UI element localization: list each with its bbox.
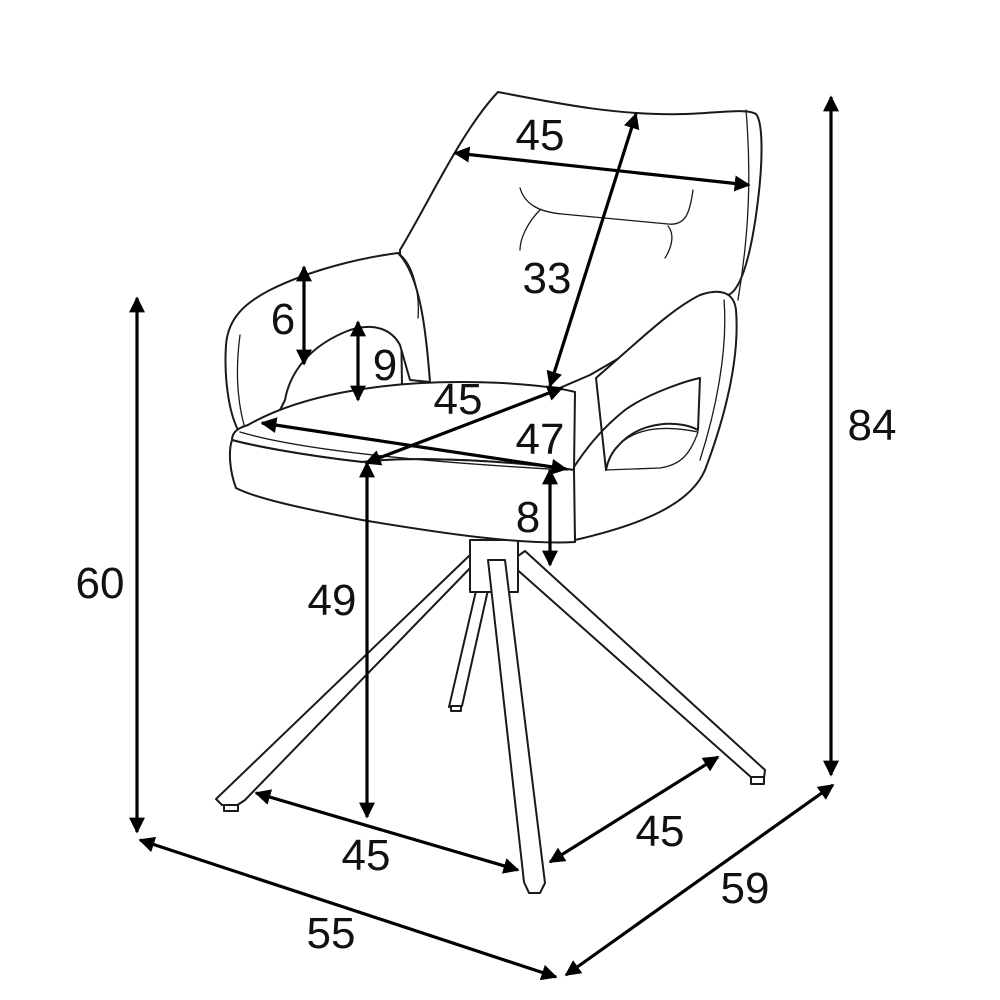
leg-back-right	[512, 550, 766, 779]
backrest-stitching	[519, 209, 541, 251]
right-armrest	[571, 290, 738, 541]
label-back-width: 45	[516, 111, 565, 160]
left-armrest-edge	[236, 334, 245, 426]
label-seat-height: 49	[308, 576, 357, 625]
left-armrest-seam	[397, 252, 419, 319]
label-overall-depth: 59	[721, 864, 770, 913]
label-overall-width: 55	[307, 909, 356, 958]
dim-arrow-overall-depth	[564, 783, 835, 977]
backrest-stitching	[664, 225, 673, 259]
dim-arrow-seat-depth	[364, 385, 564, 466]
dimension-labels: 45 33 6 9 45 47 8 49 45 45 60 84 55 59	[76, 111, 897, 958]
right-armrest-edge	[699, 299, 726, 461]
label-armrest-gap: 9	[373, 341, 397, 390]
foot-glide	[450, 705, 462, 712]
chair-base	[215, 539, 766, 894]
leg-front	[487, 559, 546, 894]
dim-arrow-overall-width	[138, 836, 558, 981]
chair-drawing	[215, 91, 766, 894]
foot-glide	[223, 804, 239, 812]
dim-arrow-base-side	[548, 755, 720, 864]
label-back-height: 33	[523, 254, 572, 303]
label-overall-height-front: 60	[76, 559, 125, 608]
dim-arrow-back-height	[546, 112, 640, 388]
dimension-arrows	[129, 95, 839, 981]
label-seat-depth: 47	[516, 415, 565, 464]
label-seat-thickness: 8	[516, 493, 540, 542]
label-base-side: 45	[636, 807, 685, 856]
label-seat-width: 45	[434, 375, 483, 424]
label-armrest-height: 6	[271, 295, 295, 344]
label-overall-height: 84	[848, 401, 897, 450]
label-base-front: 45	[342, 831, 391, 880]
foot-glide	[750, 776, 765, 785]
right-armrest-inner	[605, 427, 699, 471]
backrest-edge	[737, 109, 750, 301]
